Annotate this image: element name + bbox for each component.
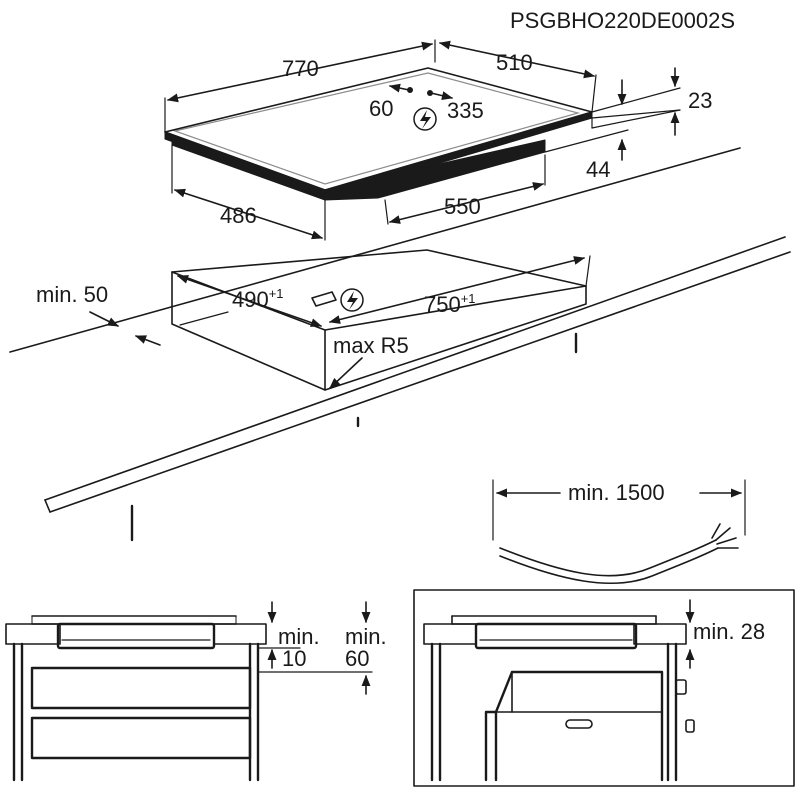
drawer-install: min. 10 min. 60 bbox=[5, 601, 387, 782]
dim-glass-label: 23 bbox=[688, 88, 712, 113]
dim-depth-label: 510 bbox=[496, 50, 533, 75]
min-front-label: min. 50 bbox=[36, 282, 108, 307]
dim-770: 770 bbox=[164, 39, 436, 133]
dim-body-width-label: 550 bbox=[444, 194, 481, 219]
drawer-val-a-label: 10 bbox=[282, 646, 306, 671]
dim-490: 490+1 bbox=[176, 275, 323, 327]
oven-install: min. 28 bbox=[413, 589, 795, 787]
dim-cutout-depth-label: 490+1 bbox=[232, 286, 284, 312]
dim-23: 23 bbox=[591, 67, 712, 136]
dim-750: 750+1 bbox=[328, 255, 591, 324]
dim-486: 486 bbox=[171, 144, 326, 241]
lightning-icon bbox=[413, 107, 437, 131]
drawer-min-b-label: min. bbox=[345, 624, 387, 649]
dim-connection: 60 335 bbox=[369, 83, 484, 131]
cable-length-label: min. 1500 bbox=[568, 480, 665, 505]
drawer-min-a-label: min. bbox=[278, 624, 320, 649]
drawer-val-b-label: 60 bbox=[345, 646, 369, 671]
dim-conn-left-label: 60 bbox=[369, 96, 393, 121]
dim-body-height-label: 44 bbox=[586, 157, 610, 182]
lightning-icon bbox=[340, 288, 364, 312]
dim-width-label: 770 bbox=[282, 56, 319, 81]
max-radius-label: max R5 bbox=[333, 333, 409, 358]
dim-550: 550 bbox=[384, 154, 546, 225]
oven-gap-label: min. 28 bbox=[693, 619, 765, 644]
model-code: PSGBHO220DE0002S bbox=[510, 8, 735, 33]
dim-44: 44 bbox=[544, 129, 629, 182]
cable-drawing: min. 1500 bbox=[492, 479, 746, 585]
dim-cutout-width-label: 750+1 bbox=[424, 291, 476, 317]
dim-conn-right-label: 335 bbox=[447, 98, 484, 123]
dim-body-depth-label: 486 bbox=[220, 203, 257, 228]
dim-510: 510 bbox=[438, 40, 597, 113]
